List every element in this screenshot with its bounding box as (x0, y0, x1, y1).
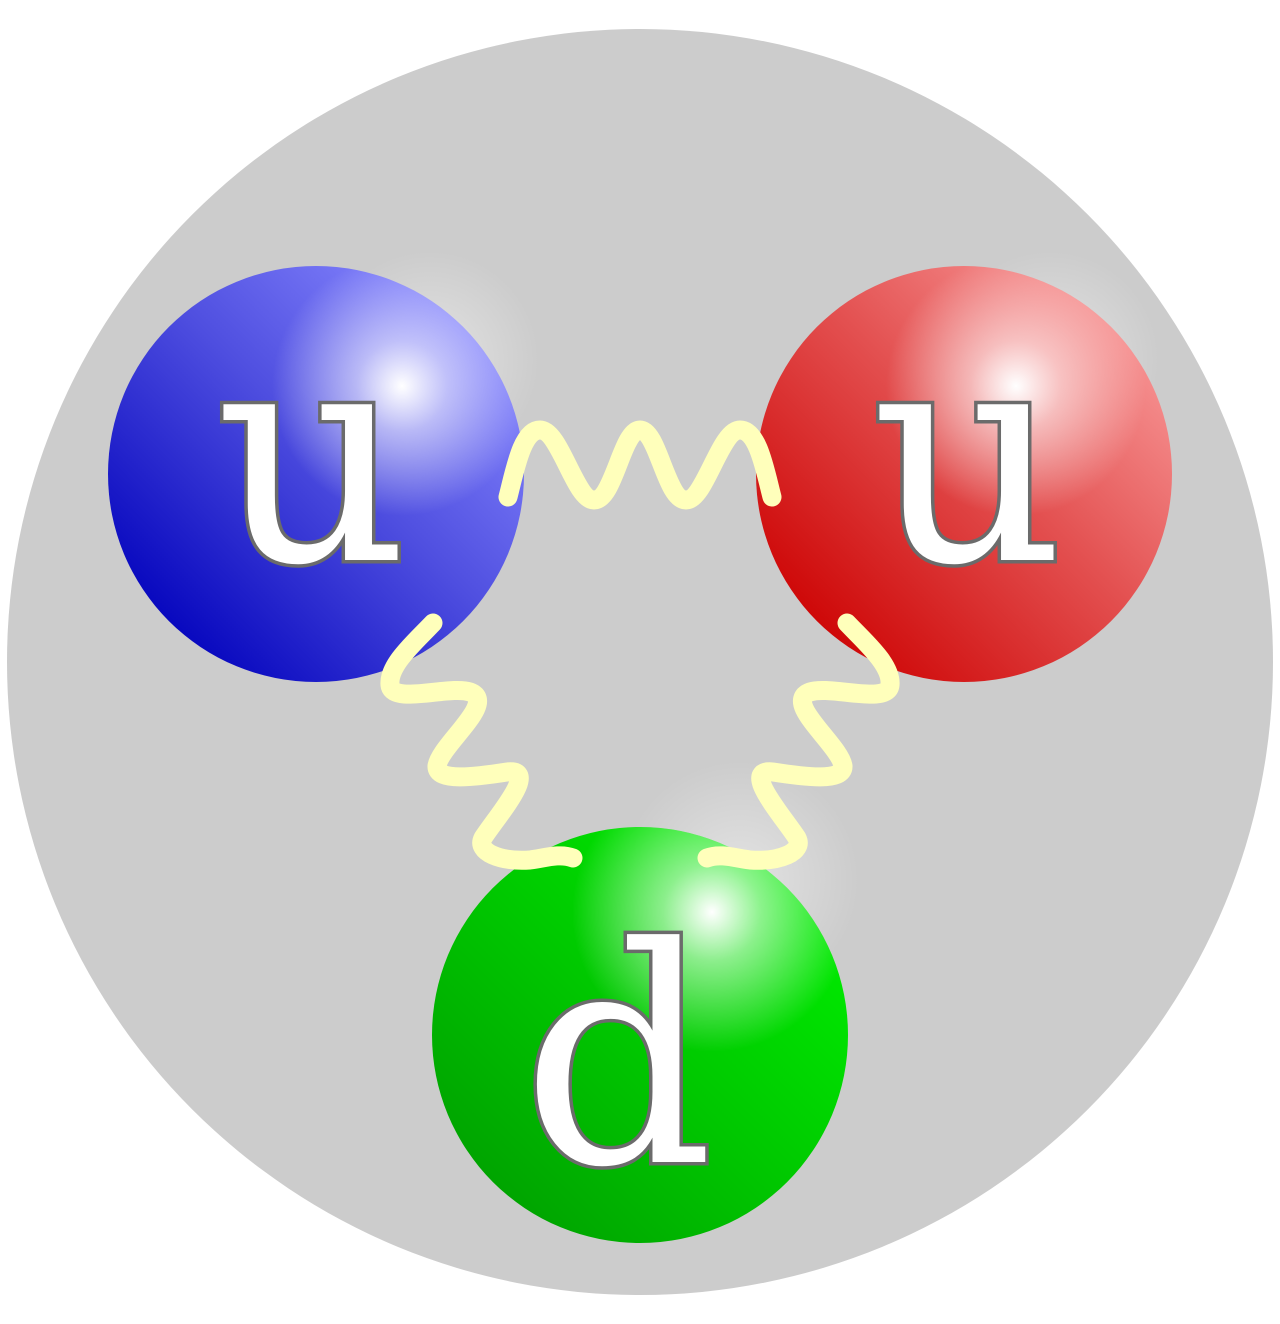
quark-label-u-red: u (871, 282, 1064, 631)
gluon-left (380, 613, 583, 870)
up-quark-blue: u (108, 266, 524, 682)
quark-label-u-blue: u (215, 282, 408, 631)
down-quark-green: d (432, 827, 848, 1243)
gluon-top (498, 420, 782, 510)
quark-label-d-green: d (522, 884, 714, 1233)
gluon-right (697, 613, 900, 870)
up-quark-red: u (756, 266, 1172, 682)
